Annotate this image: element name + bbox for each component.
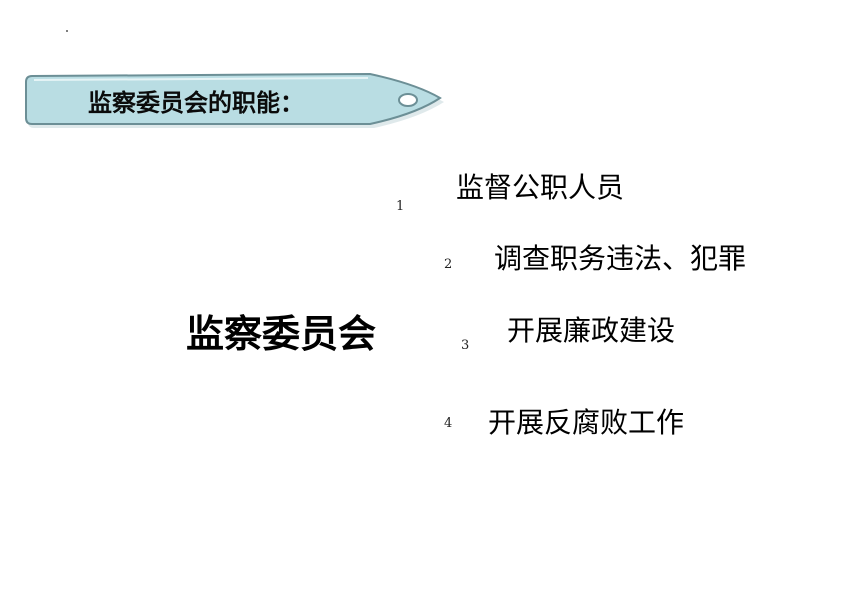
function-number-3: 3 xyxy=(461,338,470,353)
function-item-3: 开展廉政建设 xyxy=(507,314,676,347)
function-item-4: 开展反腐败工作 xyxy=(488,406,685,439)
function-number-1: 1 xyxy=(396,199,405,214)
decorative-dot xyxy=(66,30,68,32)
tag-shape-icon xyxy=(25,72,444,128)
title-banner: 监察委员会的职能： xyxy=(24,66,448,136)
main-heading: 监察委员会 xyxy=(186,312,377,356)
banner-title: 监察委员会的职能： xyxy=(88,89,304,117)
function-number-2: 2 xyxy=(444,257,453,272)
function-item-1: 监督公职人员 xyxy=(456,171,625,204)
function-number-4: 4 xyxy=(444,416,453,431)
function-item-2: 调查职务违法、犯罪 xyxy=(494,242,747,275)
